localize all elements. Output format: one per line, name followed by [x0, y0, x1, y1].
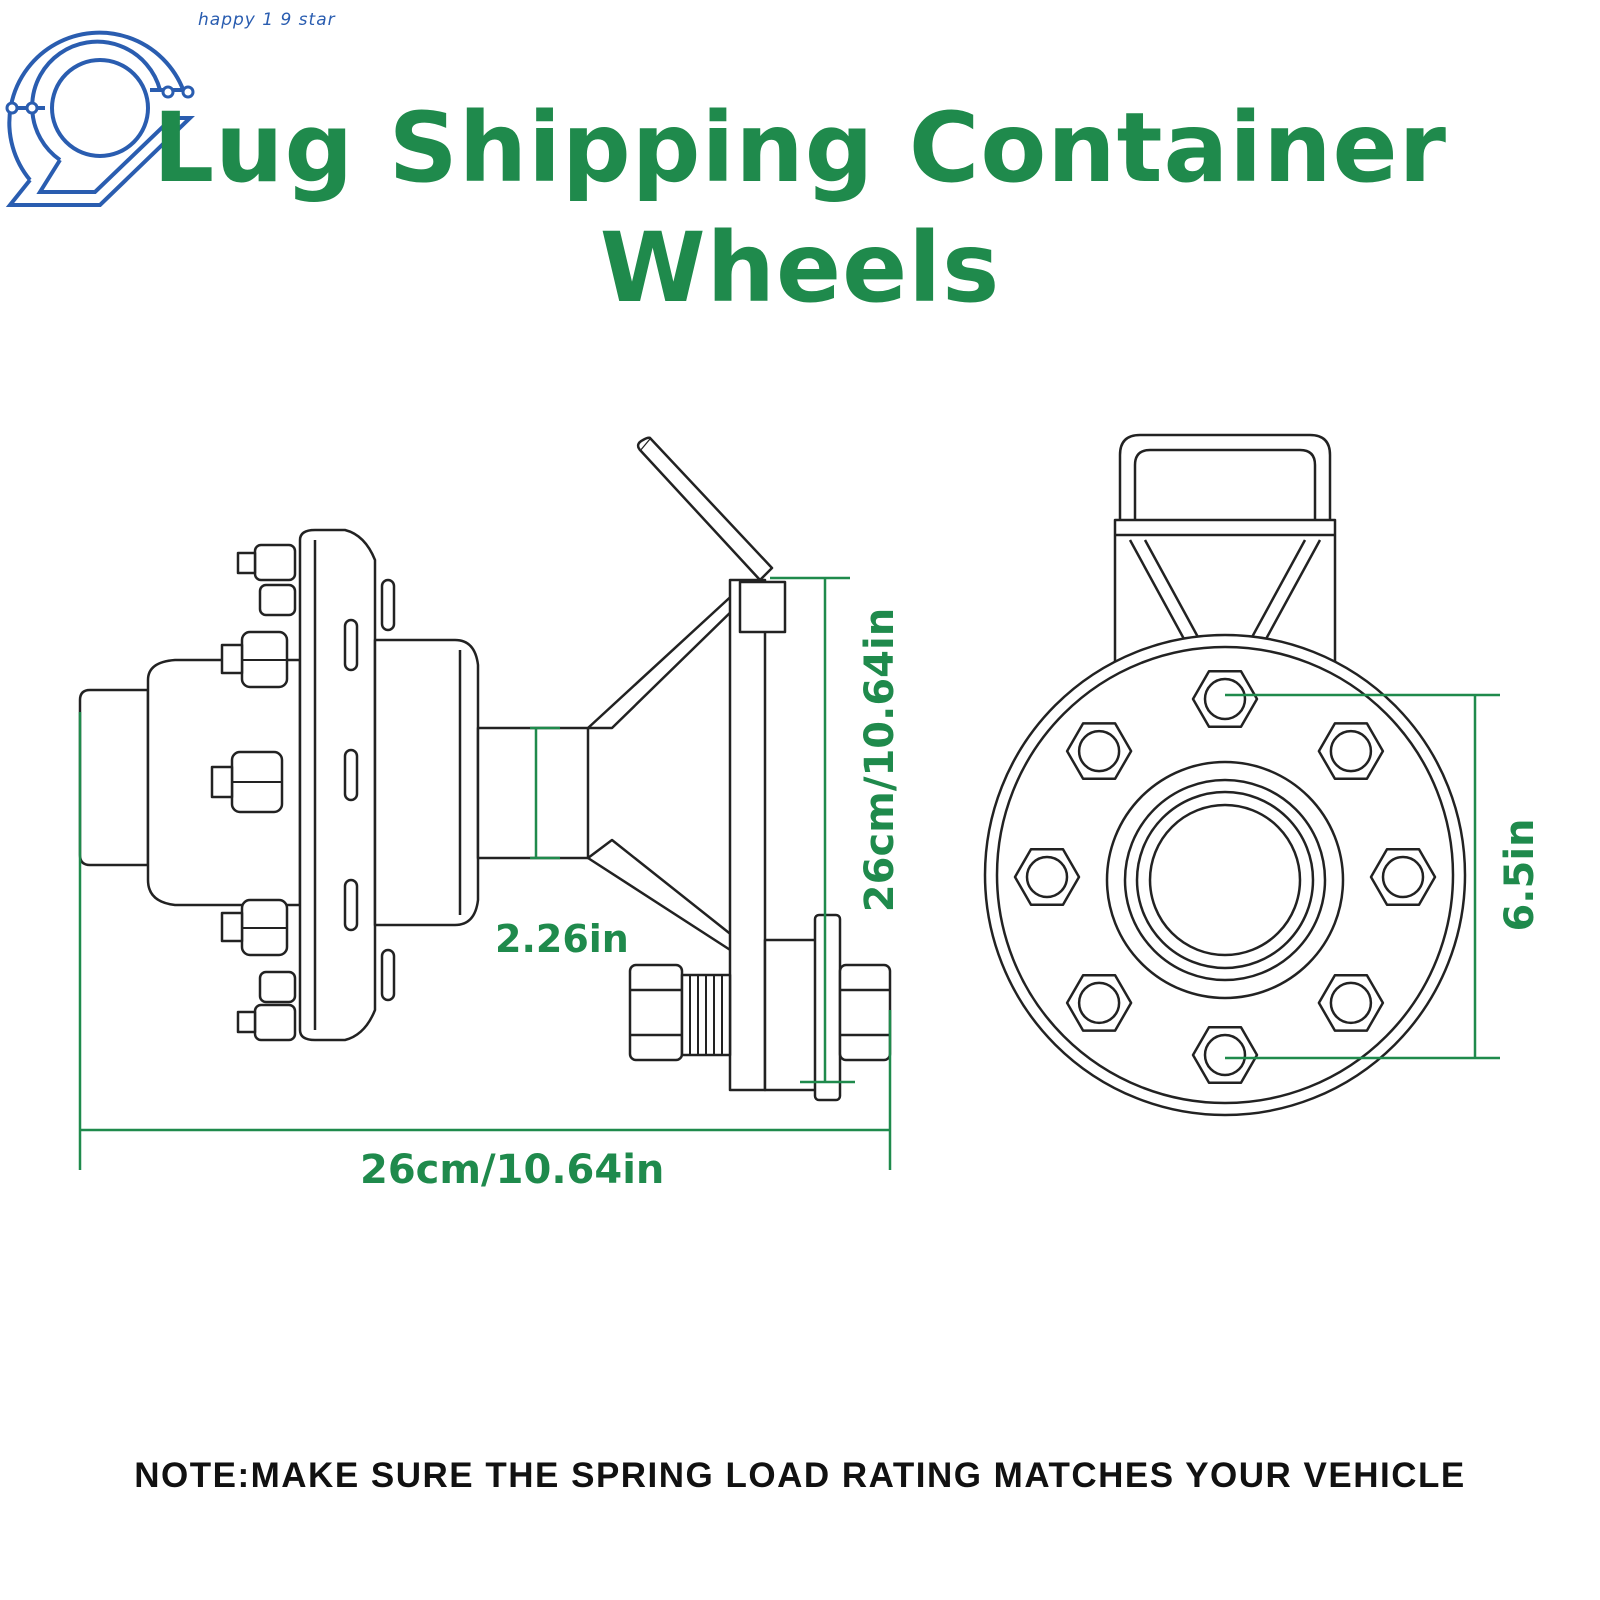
brand-text: happy 1 9 star — [198, 10, 336, 30]
center-bore — [1105, 760, 1345, 1000]
lug-hole — [1203, 1033, 1247, 1077]
lug-hole — [1077, 981, 1121, 1025]
page-title-line-2: Wheels — [599, 212, 1001, 324]
bolt-circle-label: 6.5in — [1497, 818, 1543, 932]
lug-hole — [1381, 855, 1425, 899]
lift-handle — [638, 436, 774, 582]
lug-hole — [1329, 981, 1373, 1025]
load-rating-note: NOTE:MAKE SURE THE SPRING LOAD RATING MA… — [134, 1456, 1466, 1495]
lug-hole — [1203, 677, 1247, 721]
mounting-plate — [728, 578, 767, 1092]
hub-drum — [373, 638, 480, 927]
shaft-diameter-label: 2.26in — [495, 917, 629, 961]
overall-width-label: 26cm/10.64in — [360, 1147, 665, 1193]
lug-hole — [1077, 729, 1121, 773]
lug-hole — [1025, 855, 1069, 899]
brand-logo-icon — [5, 30, 195, 207]
lug-nut-group — [1013, 670, 1437, 1084]
lug-hole — [1329, 729, 1373, 773]
page-title: Lug Shipping Container — [153, 92, 1447, 204]
height-label: 26cm/10.64in — [857, 607, 903, 913]
